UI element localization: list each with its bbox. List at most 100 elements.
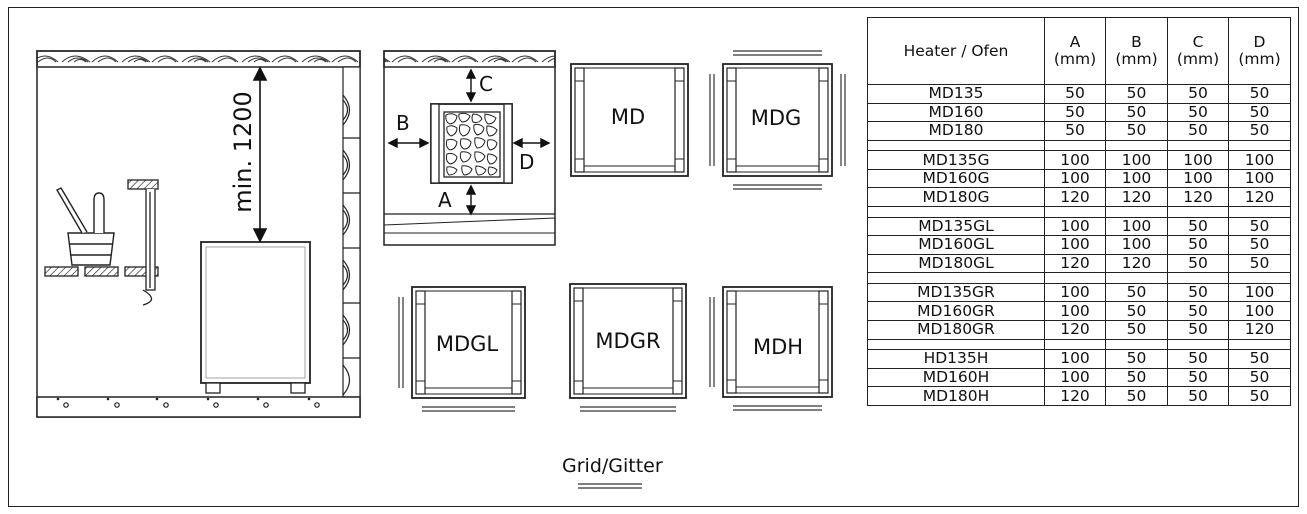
grid-legend-symbol <box>578 483 642 489</box>
value-cell: 50 <box>1044 121 1106 141</box>
figure-frame <box>8 7 1299 507</box>
grid-bottom <box>733 184 822 190</box>
separator-row <box>867 206 1291 218</box>
value-cell: 50 <box>1167 301 1229 322</box>
value-cell: 50 <box>1228 349 1291 369</box>
model-cell: MD160GL <box>867 235 1045 255</box>
model-cell: MD160GR <box>867 301 1045 322</box>
model-cell: MD135GL <box>867 216 1045 237</box>
value-cell: 50 <box>1105 84 1168 104</box>
value-cell: 50 <box>1105 320 1168 340</box>
variant-label-mdg: MDG <box>750 106 802 130</box>
value-cell: 50 <box>1228 386 1291 406</box>
value-cell: 100 <box>1044 150 1106 170</box>
value-cell: 50 <box>1044 102 1106 123</box>
variant-box-md <box>570 63 689 177</box>
model-cell: MD180GR <box>867 320 1045 340</box>
value-cell: 100 <box>1044 216 1106 237</box>
model-cell: HD135H <box>867 349 1045 369</box>
value-cell: 50 <box>1228 102 1291 123</box>
value-cell: 120 <box>1044 320 1106 340</box>
value-cell: 100 <box>1105 216 1168 237</box>
value-cell: 120 <box>1044 253 1106 274</box>
value-cell: 50 <box>1105 349 1168 369</box>
value-cell: 100 <box>1044 282 1106 303</box>
value-cell: 120 <box>1044 386 1106 406</box>
value-cell: 50 <box>1105 367 1168 388</box>
grid-variants <box>398 50 846 412</box>
header-heater: Heater / Ofen <box>867 17 1045 85</box>
value-cell: 100 <box>1044 235 1106 255</box>
value-cell: 50 <box>1167 102 1229 123</box>
variant-label-mdgl: MDGL <box>435 332 499 356</box>
value-cell: 50 <box>1167 349 1229 369</box>
value-cell: 50 <box>1167 320 1229 340</box>
grid-left <box>709 297 715 387</box>
value-cell: 50 <box>1167 216 1229 237</box>
value-cell: 100 <box>1105 168 1168 189</box>
wall-boards <box>342 66 361 398</box>
value-cell: 50 <box>1228 216 1291 237</box>
value-cell: 100 <box>1044 349 1106 369</box>
variant-box-mdg <box>709 50 846 190</box>
value-cell: 50 <box>1167 84 1229 104</box>
model-cell: MD180GL <box>867 253 1045 274</box>
header-dim-d: D (mm) <box>1228 17 1291 85</box>
header-dim-b: B (mm) <box>1105 17 1168 85</box>
variant-label-mdgr: MDGR <box>595 329 661 353</box>
value-cell: 50 <box>1167 386 1229 406</box>
grid-bottom <box>422 406 515 412</box>
value-cell: 100 <box>1044 168 1106 189</box>
value-cell: 50 <box>1105 301 1168 322</box>
variant-label-md: MD <box>610 105 646 129</box>
separator-row <box>867 272 1291 284</box>
clearance-arrows <box>387 68 551 216</box>
value-cell: 100 <box>1044 367 1106 388</box>
value-cell: 100 <box>1228 150 1291 170</box>
clearance-label-b: B <box>396 111 410 135</box>
heater-top-view <box>430 103 513 184</box>
min-clearance-label: min. 1200 <box>229 91 257 213</box>
value-cell: 120 <box>1044 187 1106 208</box>
model-cell: MD160 <box>867 102 1045 123</box>
header-dim-a: A (mm) <box>1044 17 1106 85</box>
value-cell: 120 <box>1105 253 1168 274</box>
value-cell: 50 <box>1228 235 1291 255</box>
model-cell: MD180H <box>867 386 1045 406</box>
floor-boards <box>36 396 361 418</box>
value-cell: 50 <box>1167 282 1229 303</box>
value-cell: 50 <box>1105 121 1168 141</box>
clearance-label-c: C <box>479 72 493 96</box>
model-cell: MD160H <box>867 367 1045 388</box>
value-cell: 50 <box>1105 102 1168 123</box>
bucket-and-ladle <box>56 187 115 266</box>
grid-legend-label: Grid/Gitter <box>562 455 663 477</box>
value-cell: 100 <box>1044 301 1106 322</box>
value-cell: 50 <box>1167 121 1229 141</box>
grid-top <box>733 50 822 56</box>
separator-row <box>867 139 1291 152</box>
value-cell: 100 <box>1228 301 1291 322</box>
value-cell: 50 <box>1228 367 1291 388</box>
model-cell: MD160G <box>867 168 1045 189</box>
variant-label-mdh: MDH <box>752 335 804 359</box>
grid-left <box>398 297 404 388</box>
value-cell: 120 <box>1228 320 1291 340</box>
clearance-diagram <box>383 50 556 246</box>
value-cell: 50 <box>1044 84 1106 104</box>
